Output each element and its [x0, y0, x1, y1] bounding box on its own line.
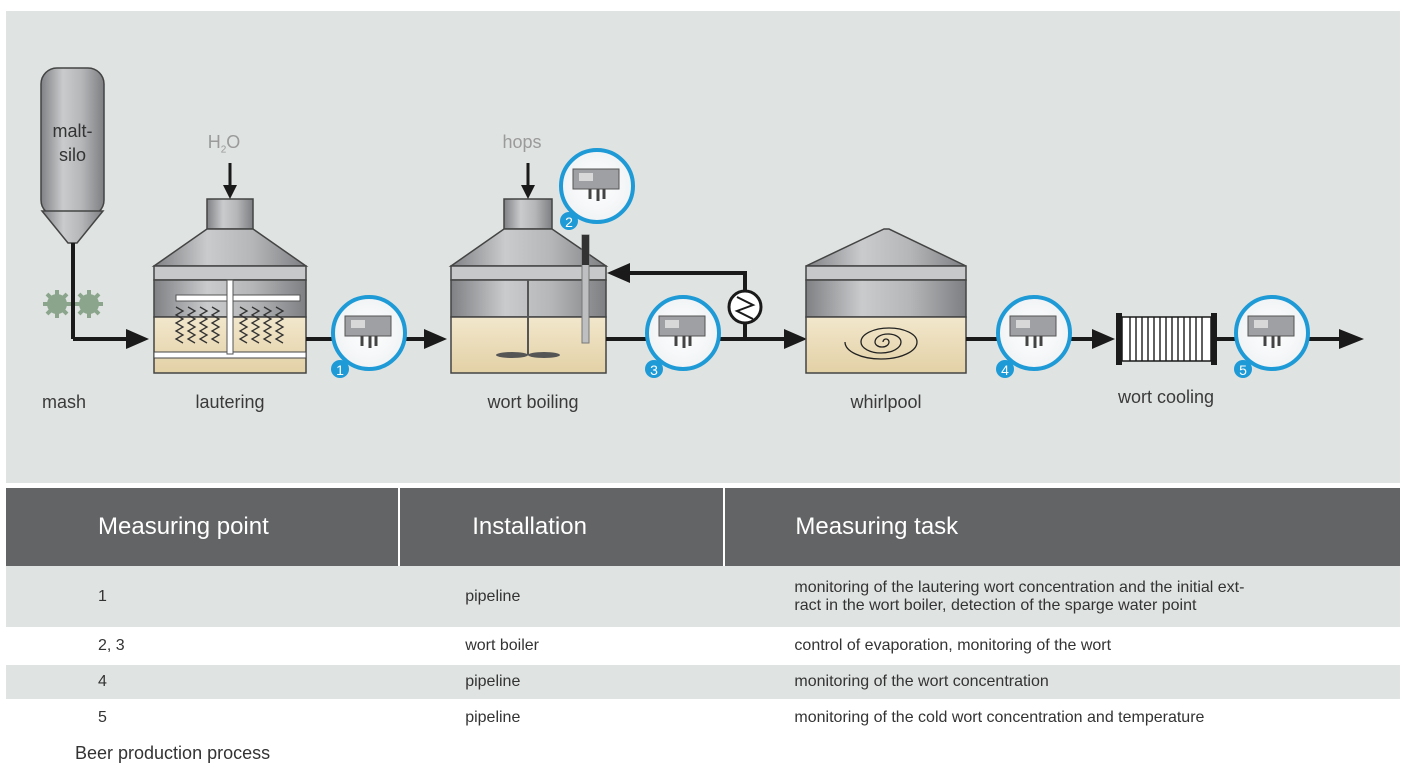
stage-label-wort-cooling: wort cooling — [1117, 387, 1215, 407]
process-diagram: 1 2 3 4 — [6, 11, 1400, 483]
cell-point: 4 — [6, 663, 400, 700]
table-row: 4 pipeline monitoring of the wort concen… — [6, 663, 1400, 700]
silo-label-line1: malt- — [52, 121, 93, 141]
hops-label: hops — [502, 132, 542, 152]
lautering-tun — [151, 198, 309, 374]
sensor-4: 4 — [996, 295, 1072, 378]
cell-installation: pipeline — [399, 699, 725, 735]
cell-task: control of evaporation, monitoring of th… — [724, 627, 1400, 664]
stage-label-wort-boiling: wort boiling — [487, 392, 579, 412]
cell-point: 1 — [6, 566, 400, 628]
table-header-row: Measuring point Installation Measuring t… — [6, 488, 1400, 566]
header-measuring-task: Measuring task — [723, 488, 1400, 566]
sensor-5-number: 5 — [1239, 362, 1247, 378]
sensor-4-number: 4 — [1001, 362, 1009, 378]
sensor-3-number: 3 — [650, 362, 658, 378]
sensor-3: 3 — [645, 295, 721, 378]
table-row: 5 pipeline monitoring of the cold wort c… — [6, 699, 1400, 735]
sensor-2: 2 — [559, 148, 635, 230]
table-row: 2, 3 wort boiler control of evaporation,… — [6, 627, 1400, 664]
cell-task: monitoring of the lautering wort concent… — [724, 566, 1400, 628]
cell-installation: pipeline — [399, 663, 725, 700]
sensor-1-number: 1 — [336, 362, 344, 378]
h2o-label-sub: 2 — [220, 144, 227, 156]
heat-exchanger-icon — [727, 289, 763, 325]
process-flow-svg: 1 2 3 4 — [40, 67, 1364, 378]
header-measuring-point: Measuring point — [6, 488, 400, 566]
stage-label-mash: mash — [41, 392, 87, 412]
cell-point: 5 — [6, 699, 400, 735]
cell-task-line1: monitoring of the lautering wort concent… — [794, 578, 1245, 596]
stage-label-whirlpool: whirlpool — [850, 392, 922, 412]
cell-installation: pipeline — [399, 566, 725, 628]
cell-task: monitoring of the wort concentration — [724, 663, 1400, 700]
measuring-points-table: Measuring point Installation Measuring t… — [6, 488, 1400, 735]
sensor-1: 1 — [331, 295, 407, 378]
header-installation: Installation — [398, 488, 725, 566]
whirlpool-vessel — [805, 228, 967, 374]
cell-installation: wort boiler — [399, 627, 725, 664]
stage-label-lautering: lautering — [195, 392, 265, 412]
h2o-label-h: H — [207, 132, 221, 152]
silo-label-line2: silo — [58, 145, 86, 165]
figure-caption: Beer production process — [75, 743, 271, 763]
malt-silo — [40, 67, 105, 244]
mill-gears-icon — [43, 290, 103, 318]
sensor-5: 5 — [1234, 295, 1310, 378]
silo-label: malt- silo — [41, 119, 104, 167]
h2o-label-o: O — [226, 132, 241, 152]
sensor-2-number: 2 — [565, 214, 573, 230]
cell-task: monitoring of the cold wort concentratio… — [724, 699, 1400, 735]
wort-boiler — [448, 198, 609, 374]
cell-point: 2, 3 — [6, 627, 400, 664]
h2o-label: H2O — [208, 132, 241, 156]
cell-task-line2: ract in the wort boiler, detection of th… — [794, 596, 1197, 614]
table-row: 1 pipeline monitoring of the lautering w… — [6, 566, 1400, 628]
wort-cooler — [1116, 313, 1217, 365]
